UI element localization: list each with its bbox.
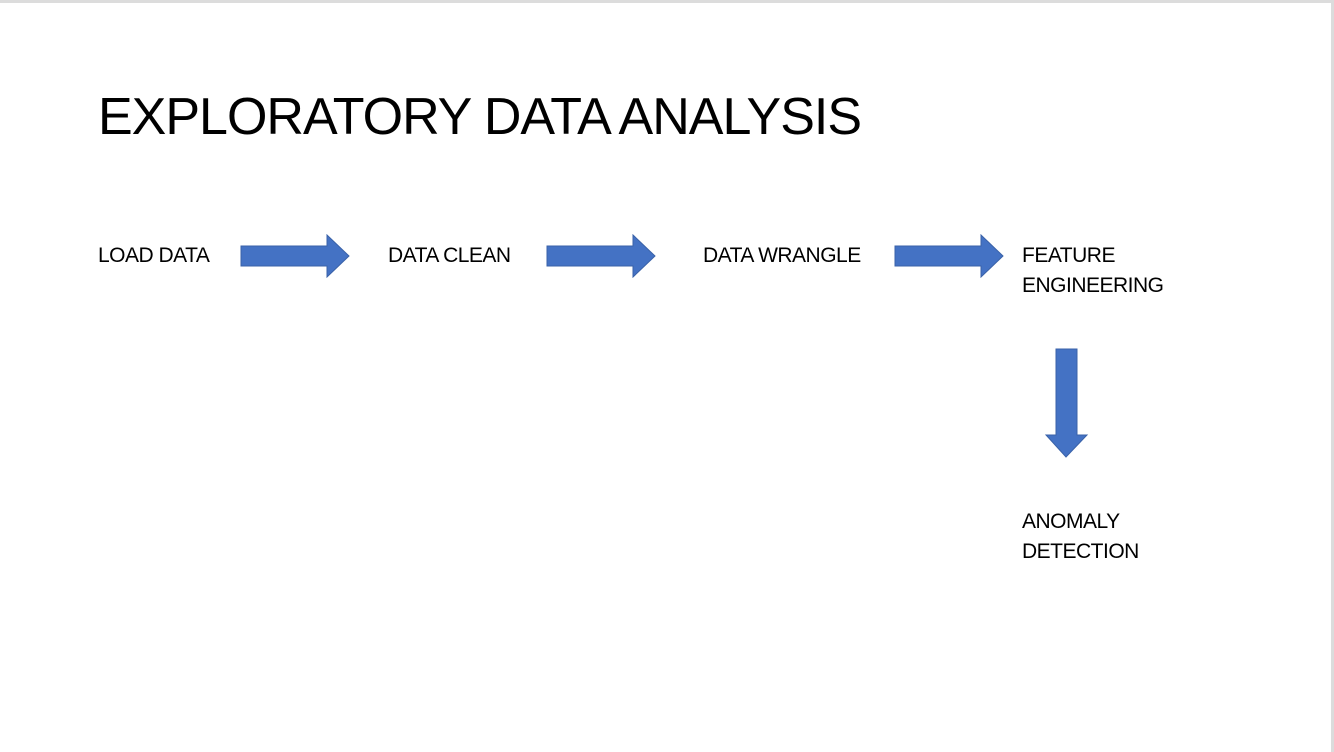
arrow-down-icon [1045,348,1089,458]
flow-node-data-wrangle: DATA WRANGLE [703,241,861,271]
flow-node-anomaly-detection: ANOMALY DETECTION [1022,507,1139,567]
node-label-line: LOAD DATA [98,244,210,267]
arrow-right-icon [240,234,350,278]
flow-node-load-data: LOAD DATA [98,241,210,271]
flow-node-data-clean: DATA CLEAN [388,241,511,271]
node-label-line: ANOMALY [1022,510,1120,533]
node-label-line: FEATURE [1022,244,1115,267]
node-label-line: DETECTION [1022,540,1139,563]
arrow-right-icon [546,234,656,278]
node-label-line: DATA CLEAN [388,244,511,267]
node-label-line: ENGINEERING [1022,274,1164,297]
node-label-line: DATA WRANGLE [703,244,861,267]
flow-node-feature-engineering: FEATURE ENGINEERING [1022,241,1164,301]
slide-title: EXPLORATORY DATA ANALYSIS [98,88,862,146]
arrow-right-icon [894,234,1004,278]
